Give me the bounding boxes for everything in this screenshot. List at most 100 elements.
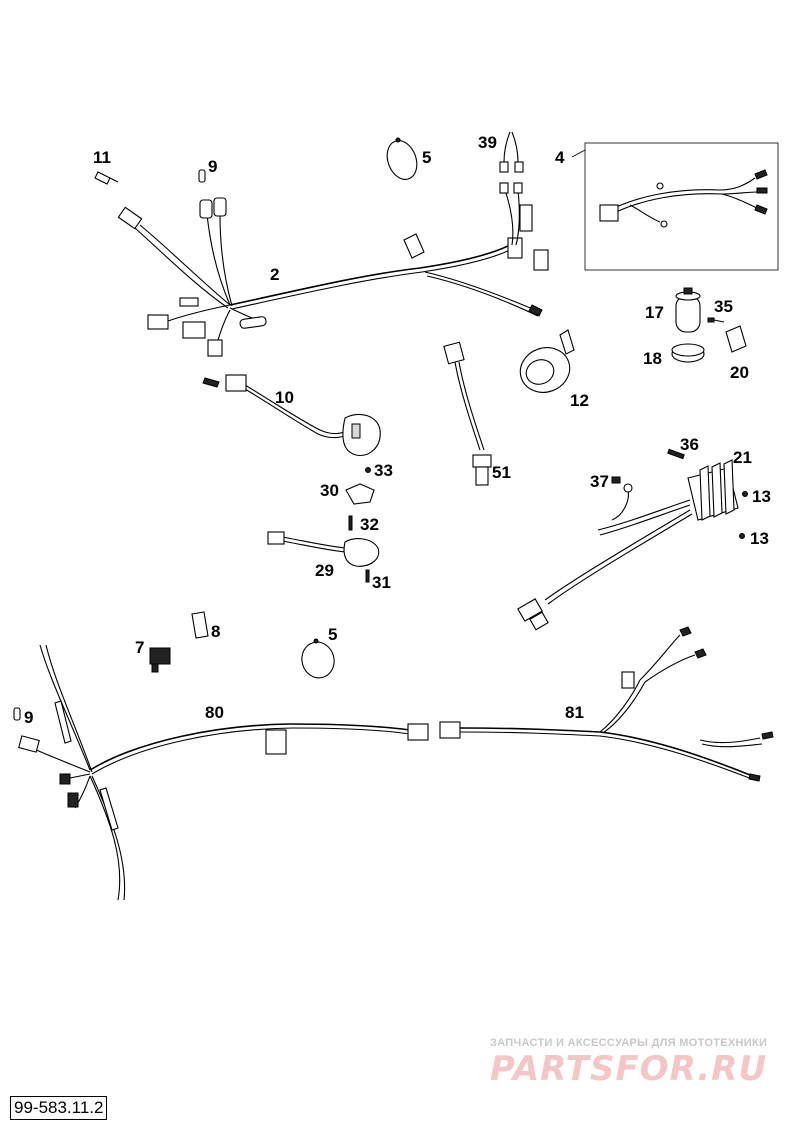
part-4-inset: 4 bbox=[555, 142, 779, 271]
relay-part-7 bbox=[149, 647, 171, 665]
screw-part-31 bbox=[365, 569, 370, 583]
regulator-part-21: 36 21 37 13 13 bbox=[517, 435, 771, 631]
connector bbox=[599, 204, 619, 222]
sleeve bbox=[54, 700, 72, 744]
screw-part-32 bbox=[348, 515, 353, 531]
connector bbox=[407, 723, 429, 741]
connector bbox=[529, 611, 549, 631]
horn-part-12: 12 bbox=[519, 329, 589, 410]
bulb bbox=[198, 169, 206, 183]
connector bbox=[207, 339, 223, 357]
connector bbox=[182, 321, 206, 339]
handlebar-switch bbox=[342, 413, 381, 456]
connector bbox=[507, 237, 523, 259]
callout-20: 20 bbox=[730, 363, 749, 382]
callout-4: 4 bbox=[555, 148, 565, 167]
connector bbox=[621, 671, 635, 689]
sensor-thread bbox=[475, 466, 489, 486]
part-9-top: 9 bbox=[198, 157, 217, 183]
callout-12: 12 bbox=[570, 391, 589, 410]
capacitor-part-17 bbox=[675, 295, 701, 333]
connector bbox=[67, 792, 79, 808]
connector bbox=[117, 206, 143, 230]
callout-21: 21 bbox=[733, 448, 752, 467]
ring-terminal bbox=[623, 483, 633, 493]
callout-37: 37 bbox=[590, 472, 609, 491]
callout-13-lower: 13 bbox=[750, 529, 769, 548]
document-code: 99-583.11.2 bbox=[10, 1096, 108, 1120]
callout-8: 8 bbox=[211, 622, 220, 641]
rear-harness-part-81: 81 bbox=[439, 626, 774, 782]
watermark-logo: PARTSFOR.RU bbox=[490, 1049, 767, 1089]
callout-33: 33 bbox=[374, 461, 393, 480]
callout-10: 10 bbox=[275, 388, 294, 407]
harness-clip bbox=[403, 233, 425, 259]
callout-32: 32 bbox=[360, 515, 379, 534]
part-11: 11 bbox=[93, 148, 119, 185]
sleeve bbox=[99, 787, 119, 831]
callout-30: 30 bbox=[320, 481, 339, 500]
nut-part-13 bbox=[742, 491, 748, 497]
bulb-socket bbox=[199, 199, 213, 219]
callout-9-top: 9 bbox=[208, 157, 217, 176]
part-5-top: 5 bbox=[386, 137, 431, 180]
callout-18: 18 bbox=[643, 349, 662, 368]
callout-5-lower: 5 bbox=[328, 625, 337, 644]
cable-tie bbox=[301, 641, 335, 679]
terminal bbox=[513, 182, 523, 194]
bracket-part-20 bbox=[725, 325, 747, 353]
parts-17-18-20-35: 17 35 18 20 bbox=[643, 287, 749, 382]
connector bbox=[443, 341, 465, 365]
callout-35: 35 bbox=[714, 297, 733, 316]
connector bbox=[59, 773, 71, 785]
connector bbox=[519, 204, 533, 232]
watermark-tagline: ЗАПЧАСТИ И АКСЕССУАРЫ ДЛЯ МОТОТЕХНИКИ bbox=[490, 1037, 767, 1049]
connector bbox=[533, 249, 549, 271]
terminal bbox=[179, 297, 199, 307]
parts-7-8: 8 7 bbox=[135, 611, 220, 673]
terminal bbox=[499, 161, 509, 173]
bolt-part-36 bbox=[667, 448, 685, 460]
callout-31: 31 bbox=[372, 573, 391, 592]
callout-81: 81 bbox=[565, 703, 584, 722]
part-39: 39 bbox=[478, 131, 524, 173]
terminal bbox=[499, 182, 509, 194]
bulb bbox=[13, 707, 21, 721]
nut-part-33 bbox=[365, 467, 371, 473]
main-wiring-harness-part-2: 2 bbox=[117, 182, 549, 357]
parts-29-to-33: 33 30 32 29 31 bbox=[267, 461, 393, 592]
cable-tie bbox=[386, 140, 418, 180]
switch-part-10: 10 bbox=[202, 374, 381, 456]
callout-2: 2 bbox=[270, 265, 279, 284]
callout-7: 7 bbox=[135, 638, 144, 657]
terminal bbox=[528, 304, 543, 317]
connector bbox=[267, 531, 285, 545]
callout-51: 51 bbox=[492, 463, 511, 482]
cover-part-30 bbox=[345, 483, 375, 505]
fuse-holder bbox=[94, 171, 111, 185]
screw-part-35 bbox=[707, 317, 715, 323]
connector bbox=[265, 729, 287, 755]
callout-13-upper: 13 bbox=[752, 487, 771, 506]
inset-frame bbox=[584, 142, 779, 271]
connector bbox=[18, 735, 40, 753]
terminal bbox=[239, 316, 267, 329]
callout-11: 11 bbox=[93, 148, 111, 167]
sensor-part-51: 51 bbox=[443, 341, 511, 486]
callout-5-top: 5 bbox=[422, 148, 431, 167]
callout-17: 17 bbox=[645, 303, 664, 322]
connector bbox=[147, 314, 169, 330]
callout-39: 39 bbox=[478, 133, 497, 152]
bracket-part-8 bbox=[191, 611, 209, 639]
callout-9-lower: 9 bbox=[24, 708, 33, 727]
sensor-body bbox=[472, 454, 492, 468]
callout-36: 36 bbox=[680, 435, 699, 454]
nut-part-13 bbox=[739, 533, 745, 539]
rear-harness-part-80: 9 80 bbox=[13, 644, 429, 901]
bulb-socket bbox=[213, 197, 227, 217]
switch-part-29 bbox=[343, 538, 380, 567]
watermark: ЗАПЧАСТИ И АКСЕССУАРЫ ДЛЯ МОТОТЕХНИКИ PA… bbox=[490, 1037, 767, 1089]
callout-80: 80 bbox=[205, 703, 224, 722]
connector bbox=[439, 721, 461, 739]
